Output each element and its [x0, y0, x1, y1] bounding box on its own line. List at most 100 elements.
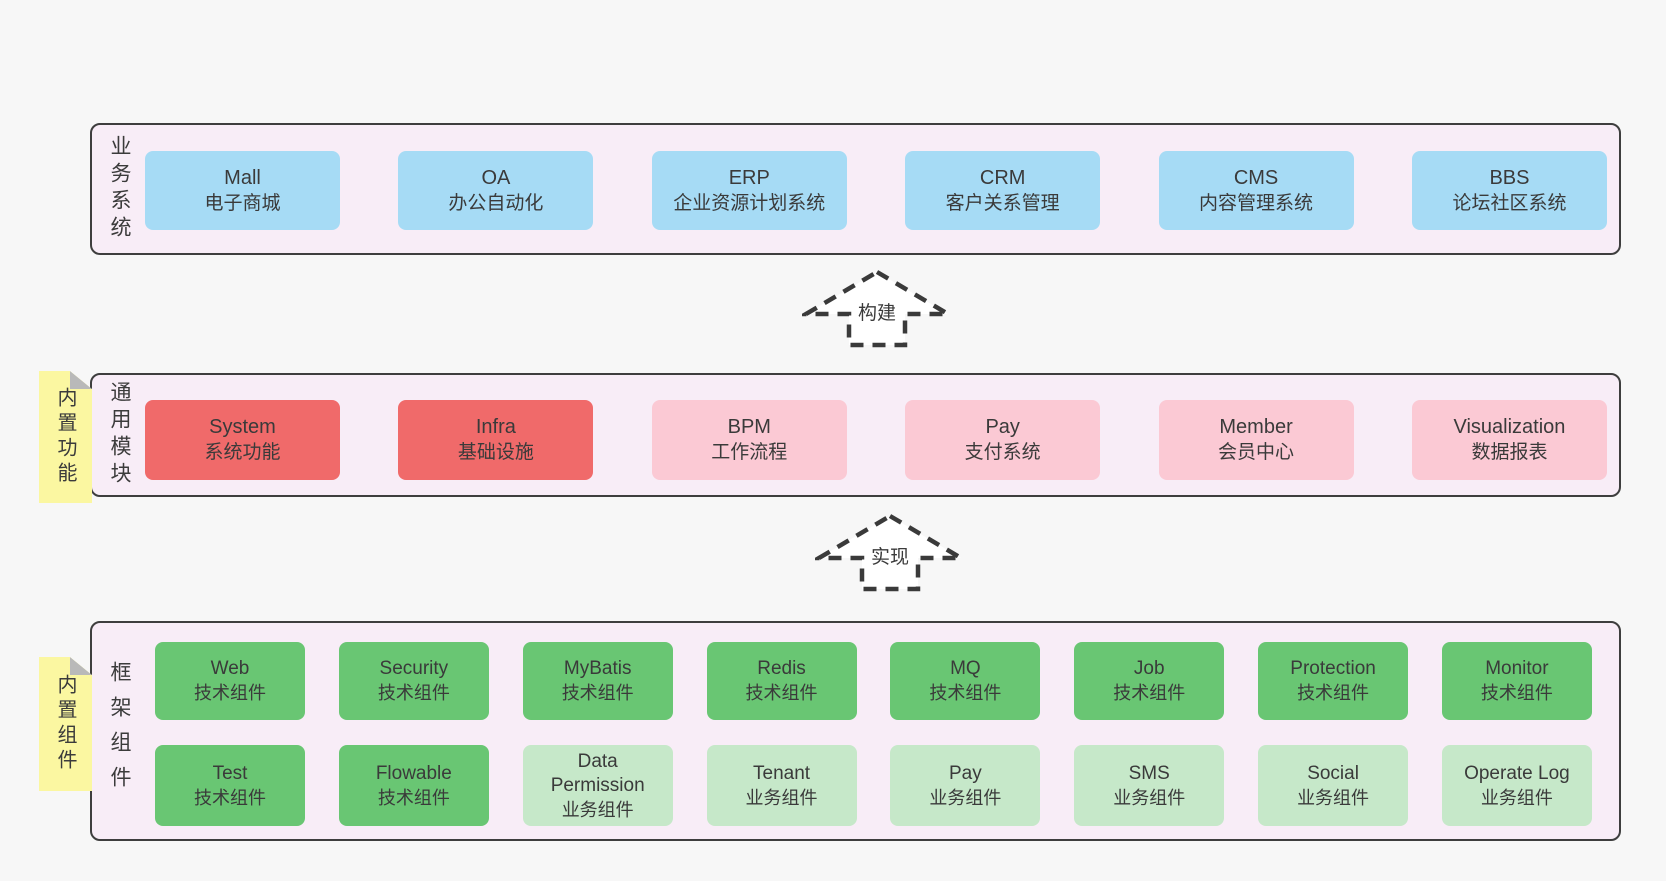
box-sms-name: SMS: [1128, 762, 1170, 784]
box-system-name: System: [209, 416, 276, 438]
box-social-name: Social: [1307, 762, 1359, 784]
box-web: Web 技术组件: [155, 642, 305, 720]
box-mq: MQ 技术组件: [890, 642, 1041, 720]
box-operate-log: Operate Log 业务组件: [1441, 745, 1592, 826]
box-member-name: Member: [1219, 416, 1293, 438]
box-monitor-desc: 技术组件: [1480, 683, 1553, 703]
box-visualization: Visualization 数据报表: [1411, 400, 1607, 480]
box-cms: CMS 内容管理系统: [1158, 151, 1354, 230]
box-crm: CRM 客户关系管理: [905, 151, 1101, 230]
box-flowable-name: Flowable: [375, 762, 452, 784]
folded-corner-icon: [70, 371, 92, 389]
box-mall-name: Mall: [224, 166, 261, 189]
box-oa: OA 办公自动化: [398, 151, 594, 230]
box-operate-log-name: Operate Log: [1464, 762, 1570, 784]
box-bpm-desc: 工作流程: [711, 442, 788, 463]
box-monitor-name: Monitor: [1485, 658, 1549, 679]
sticky-tab-built-in-features-label: 内置功能: [54, 387, 76, 487]
box-infra-name: Infra: [475, 416, 516, 438]
box-pay-module-desc: 支付系统: [964, 442, 1041, 463]
business-systems-row: Mall 电子商城 OA 办公自动化 ERP 企业资源计划系统 CRM 客户关系…: [145, 151, 1607, 230]
box-infra-desc: 基础设施: [457, 442, 534, 463]
box-pay-component-desc: 业务组件: [929, 787, 1002, 808]
box-erp-name: ERP: [728, 166, 770, 189]
box-social-desc: 业务组件: [1297, 787, 1370, 808]
box-mall-desc: 电子商城: [204, 192, 281, 214]
box-monitor: Monitor 技术组件: [1441, 642, 1592, 720]
box-erp-desc: 企业资源计划系统: [673, 192, 826, 214]
box-test-name: Test: [212, 762, 248, 784]
box-redis-name: Redis: [757, 658, 806, 679]
box-infra: Infra 基础设施: [398, 400, 594, 480]
box-data-permission-name: Data Permission: [550, 750, 645, 796]
box-tenant-name: Tenant: [753, 762, 811, 784]
box-protection-name: Protection: [1290, 658, 1376, 679]
panel-common-modules: 内置功能 通用模块 System 系统功能 Infra 基础设施 BPM 工作流…: [90, 373, 1621, 497]
box-cms-desc: 内容管理系统: [1199, 192, 1314, 214]
box-web-desc: 技术组件: [194, 683, 266, 703]
box-web-name: Web: [210, 658, 250, 679]
box-pay-component: Pay 业务组件: [890, 745, 1041, 826]
box-tenant-desc: 业务组件: [745, 787, 818, 808]
box-tenant: Tenant 业务组件: [706, 745, 857, 826]
box-job: Job 技术组件: [1074, 642, 1225, 720]
box-mq-desc: 技术组件: [929, 683, 1002, 703]
box-system: System 系统功能: [145, 400, 340, 480]
box-operate-log-desc: 业务组件: [1480, 787, 1553, 808]
sticky-tab-built-in-features: 内置功能: [39, 371, 92, 503]
common-modules-side-label: 通用模块: [108, 381, 131, 489]
box-system-desc: 系统功能: [204, 442, 281, 463]
box-social: Social 业务组件: [1258, 745, 1409, 826]
box-protection-desc: 技术组件: [1297, 683, 1370, 703]
box-visualization-name: Visualization: [1453, 416, 1566, 438]
box-mybatis-desc: 技术组件: [561, 683, 634, 703]
box-protection: Protection 技术组件: [1258, 642, 1409, 720]
box-pay-component-name: Pay: [949, 762, 982, 784]
box-job-name: Job: [1133, 658, 1165, 679]
box-bpm-name: BPM: [727, 416, 771, 438]
box-mall: Mall 电子商城: [145, 151, 340, 230]
panel-business-systems: 业务系统 Mall 电子商城 OA 办公自动化 ERP 企业资源计划系统 CRM…: [90, 123, 1621, 255]
box-data-permission-desc: 业务组件: [561, 799, 634, 820]
box-oa-desc: 办公自动化: [448, 192, 544, 214]
box-security-name: Security: [379, 658, 449, 679]
box-redis: Redis 技术组件: [706, 642, 857, 720]
sticky-tab-built-in-components: 内置组件: [39, 657, 92, 791]
box-member-desc: 会员中心: [1218, 442, 1295, 463]
box-flowable: Flowable 技术组件: [338, 745, 489, 826]
box-cms-name: CMS: [1233, 166, 1279, 189]
box-security: Security 技术组件: [338, 642, 489, 720]
sticky-tab-built-in-components-label: 内置组件: [54, 674, 76, 774]
box-sms: SMS 业务组件: [1074, 745, 1225, 826]
box-job-desc: 技术组件: [1113, 683, 1186, 703]
folded-corner-icon: [70, 657, 92, 675]
box-pay-module-name: Pay: [985, 416, 1020, 438]
box-sms-desc: 业务组件: [1113, 787, 1186, 808]
arrow-implement: 实现: [815, 512, 965, 592]
panel-framework-components: 内置组件 框架组件 Web 技术组件 Security 技术组件 MyBatis…: [90, 621, 1621, 841]
box-mybatis-name: MyBatis: [563, 658, 632, 679]
box-security-desc: 技术组件: [377, 683, 450, 703]
box-erp: ERP 企业资源计划系统: [651, 151, 847, 230]
box-mq-name: MQ: [950, 658, 981, 679]
box-crm-desc: 客户关系管理: [945, 192, 1060, 214]
box-redis-desc: 技术组件: [745, 683, 818, 703]
box-visualization-desc: 数据报表: [1471, 442, 1548, 463]
box-bpm: BPM 工作流程: [651, 400, 847, 480]
framework-components-side-label: 框架组件: [108, 661, 131, 801]
box-bbs-name: BBS: [1489, 166, 1530, 189]
box-flowable-desc: 技术组件: [377, 787, 450, 808]
business-systems-side-label: 业务系统: [108, 135, 131, 243]
box-bbs-desc: 论坛社区系统: [1452, 192, 1567, 214]
arrow-build-label: 构建: [854, 298, 900, 325]
box-pay-module: Pay 支付系统: [905, 400, 1101, 480]
box-member: Member 会员中心: [1158, 400, 1354, 480]
box-mybatis: MyBatis 技术组件: [522, 642, 673, 720]
box-bbs: BBS 论坛社区系统: [1411, 151, 1607, 230]
box-test: Test 技术组件: [155, 745, 305, 826]
box-crm-name: CRM: [979, 166, 1026, 189]
framework-components-row-2: Test 技术组件 Flowable 技术组件 Data Permission …: [155, 745, 1592, 826]
arrow-build: 构建: [802, 268, 952, 348]
box-oa-name: OA: [481, 166, 511, 189]
